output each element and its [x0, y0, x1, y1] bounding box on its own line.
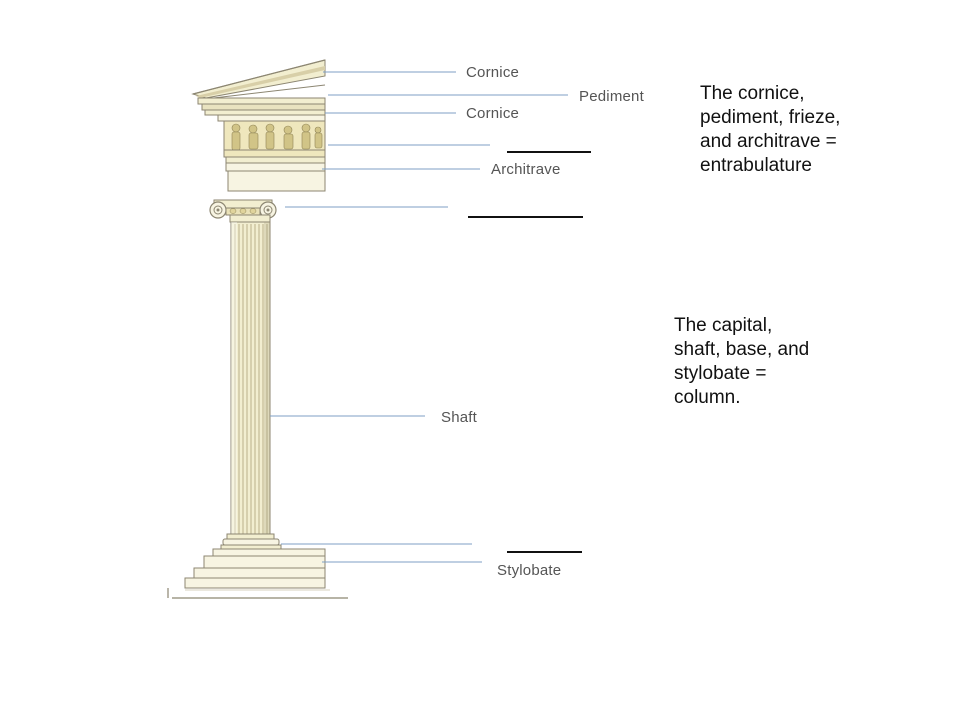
pediment-illustration [191, 59, 326, 100]
note-line: column. [674, 387, 741, 408]
capital-illustration [209, 199, 277, 223]
note-line: The capital, [674, 315, 773, 336]
shaft-illustration [230, 221, 271, 537]
label-stylobate: Stylobate [497, 562, 562, 579]
blank-base[interactable] [507, 551, 582, 553]
label-architrave: Architrave [491, 161, 561, 178]
note-line: stylobate = [674, 363, 767, 384]
label-shaft: Shaft [441, 409, 478, 426]
blank-capital[interactable] [468, 216, 583, 218]
note-line: The cornice, [700, 83, 805, 104]
note-entablature: The cornice, pediment, frieze, and archi… [700, 82, 840, 178]
column-base-illustration [220, 533, 282, 550]
note-line: entrabulature [700, 155, 812, 176]
label-pediment: Pediment [579, 88, 644, 105]
frieze-illustration [223, 120, 326, 158]
note-column: The capital, shaft, base, and stylobate … [674, 314, 809, 410]
architrave-illustration [225, 156, 326, 192]
cornice-illustration [197, 97, 326, 122]
note-line: shaft, base, and [674, 339, 810, 360]
blank-frieze[interactable] [507, 151, 591, 153]
note-line: and architrave = [700, 131, 837, 152]
label-cornice-bottom: Cornice [466, 105, 520, 122]
label-cornice-top: Cornice [466, 64, 520, 81]
leader-lines [270, 71, 568, 563]
note-line: pediment, frieze, [700, 107, 841, 128]
stylobate-illustration [167, 548, 348, 599]
